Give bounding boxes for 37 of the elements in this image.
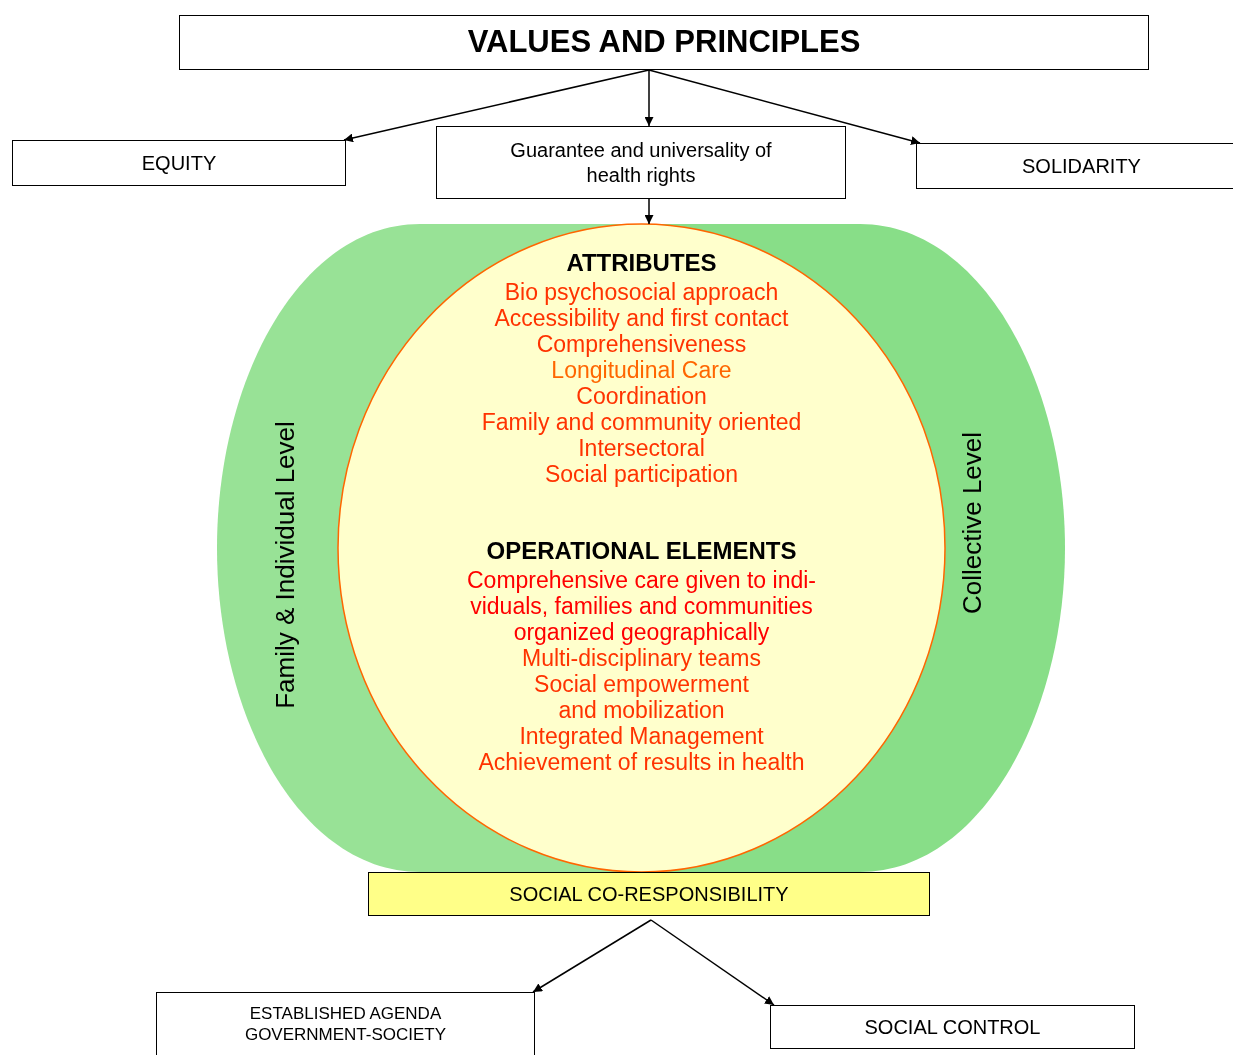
box-label: VALUES AND PRINCIPLES bbox=[467, 23, 861, 62]
list-item: Coordination bbox=[576, 383, 707, 409]
list-item: Integrated Management bbox=[519, 723, 764, 749]
list-item: Longitudinal Care bbox=[551, 357, 732, 383]
value-box bbox=[12, 140, 346, 186]
arrow bbox=[644, 198, 654, 225]
arrow bbox=[648, 69, 921, 145]
list-item: Comprehensiveness bbox=[536, 331, 747, 357]
list-item: Achievement of results in health bbox=[478, 749, 805, 775]
box-label: ESTABLISHED AGENDA GOVERNMENT-SOCIETY bbox=[243, 1003, 448, 1046]
box-label: SOCIAL CO-RESPONSIBILITY bbox=[509, 881, 789, 907]
outcome-box bbox=[770, 1005, 1135, 1049]
section-heading: OPERATIONAL ELEMENTS bbox=[486, 538, 797, 564]
list-item: Accessibility and first contact bbox=[494, 305, 789, 331]
list-item: Social participation bbox=[544, 461, 739, 487]
box-label: Guarantee and universality of health rights bbox=[509, 137, 773, 188]
arrow bbox=[644, 69, 654, 127]
value-box bbox=[436, 126, 846, 199]
box-label: SOLIDARITY bbox=[1022, 153, 1141, 179]
list-item: Multi-disciplinary teams bbox=[522, 645, 761, 671]
level-label: Collective Level bbox=[956, 431, 988, 615]
outcome-box bbox=[156, 992, 535, 1055]
value-box bbox=[916, 143, 1233, 189]
list-item: Bio psychosocial approach bbox=[504, 279, 779, 305]
box-label: SOCIAL CONTROL bbox=[864, 1014, 1041, 1040]
list-item: Social empowerment and mobilization bbox=[533, 671, 750, 723]
box-label: EQUITY bbox=[141, 150, 217, 176]
list-item: Comprehensive care given to indi- viduals, families and communities organized geographically bbox=[466, 567, 817, 645]
arrow bbox=[343, 69, 650, 143]
principle-box bbox=[368, 872, 930, 916]
section-heading: ATTRIBUTES bbox=[566, 250, 717, 276]
level-label: Family & Individual Level bbox=[269, 421, 301, 709]
title-box bbox=[179, 15, 1149, 70]
arrow bbox=[532, 919, 652, 993]
arrow bbox=[650, 919, 775, 1006]
list-item: Intersectoral bbox=[578, 435, 705, 461]
list-item: Family and community oriented bbox=[481, 409, 802, 435]
